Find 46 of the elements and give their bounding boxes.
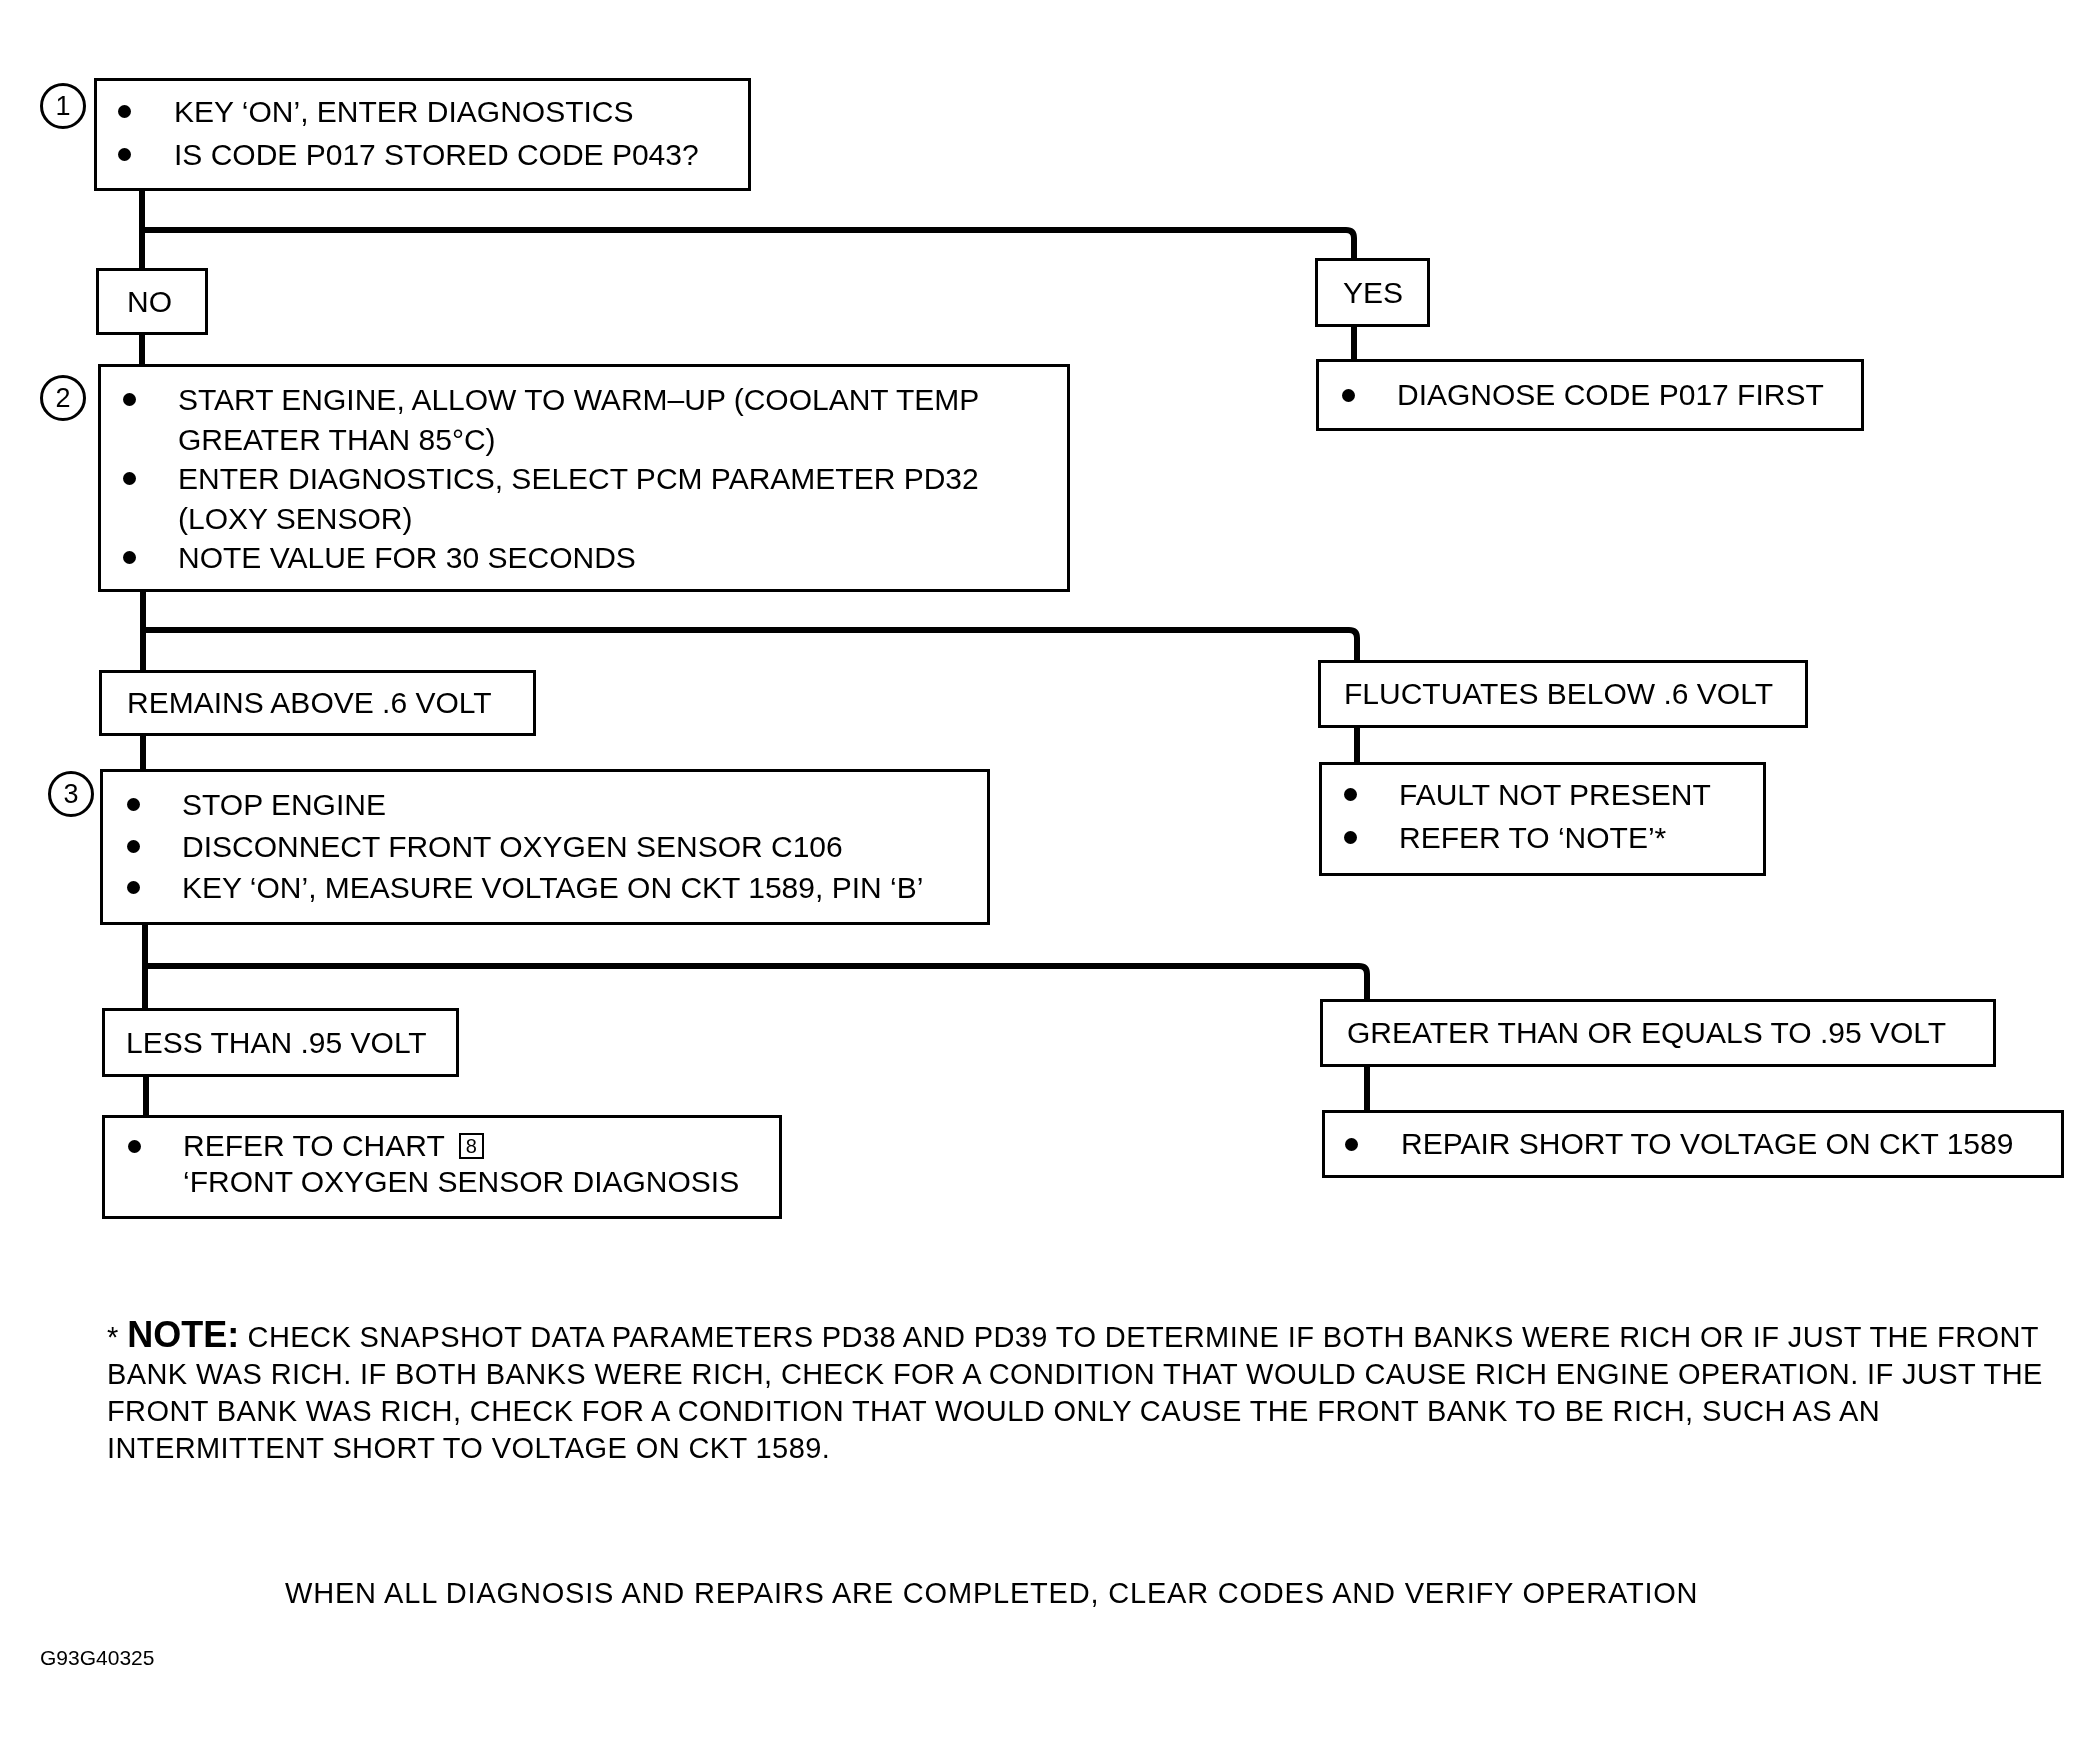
step-text: FAULT NOT PRESENT xyxy=(1399,777,1711,813)
step-text: REPAIR SHORT TO VOLTAGE ON CKT 1589 xyxy=(1401,1126,2014,1162)
step-text: NOTE VALUE FOR 30 SECONDS xyxy=(178,540,636,576)
connector-line xyxy=(1364,1067,1370,1110)
answer-text: FLUCTUATES BELOW .6 VOLT xyxy=(1344,676,1773,712)
decision-result-box xyxy=(102,1008,459,1077)
decision-result-box xyxy=(99,670,536,736)
decision-result-box xyxy=(1320,999,1996,1067)
step-text: IS CODE P017 STORED CODE P043? xyxy=(174,137,699,173)
process-box xyxy=(98,364,1070,592)
callout-number: 1 xyxy=(40,83,86,129)
process-box xyxy=(94,78,751,191)
step-text: DIAGNOSE CODE P017 FIRST xyxy=(1397,377,1824,413)
process-box xyxy=(100,769,990,925)
step-text: ENTER DIAGNOSTICS, SELECT PCM PARAMETER PD32 (LOXY SENSOR) xyxy=(178,461,980,537)
step-text: REFER TO ‘NOTE’* xyxy=(1399,820,1667,856)
note-text: *NOTE: CHECK SNAPSHOT DATA PARAMETERS PD38 AND PD39 TO DETERMINE IF BOTH BANKS WERE RICH OR IF JUST THE FRONT BANK WAS RICH. IF BOTH BANKS WERE RICH, CHECK FOR A CONDITION THAT WOULD CAUSE RICH ENGINE OPERATION. IF JUST THE FRONT BANK WAS RICH, CHECK FOR A CONDITION THAT WOULD ONLY CAUSE THE FRONT BANK TO BE RICH, SUCH AS AN INTERMITTENT SHORT TO VOLTAGE ON CKT 1589. xyxy=(107,1316,2044,1466)
answer-text: NO xyxy=(127,283,172,320)
decision-result-box xyxy=(1318,660,1808,728)
step-text: KEY ‘ON’, MEASURE VOLTAGE ON CKT 1589, PIN ‘B’ xyxy=(182,870,924,906)
callout-number: 2 xyxy=(40,375,86,421)
connector-line xyxy=(1351,327,1357,359)
step-text: START ENGINE, ALLOW TO WARM–UP (COOLANT TEMP GREATER THAN 85°C) xyxy=(178,382,980,458)
callout-number: 3 xyxy=(48,771,94,817)
process-box xyxy=(102,1115,782,1219)
step-text: DISCONNECT FRONT OXYGEN SENSOR C106 xyxy=(182,828,843,865)
decision-result-box xyxy=(1315,258,1430,327)
answer-text: GREATER THAN OR EQUALS TO .95 VOLT xyxy=(1347,1015,1947,1051)
step-text: REFER TO CHART xyxy=(183,1128,445,1164)
connector-line xyxy=(140,736,146,769)
figure-id: G93G40325 xyxy=(40,1645,155,1671)
chart-reference-box: 8 xyxy=(458,1133,484,1159)
process-box xyxy=(1316,359,1864,431)
connector-line xyxy=(1354,728,1360,762)
step-text: ‘FRONT OXYGEN SENSOR DIAGNOSIS xyxy=(183,1164,740,1200)
footer-note: WHEN ALL DIAGNOSIS AND REPAIRS ARE COMPLETED, CLEAR CODES AND VERIFY OPERATION xyxy=(285,1576,1699,1611)
decision-result-box xyxy=(96,268,208,335)
step-text: KEY ‘ON’, ENTER DIAGNOSTICS xyxy=(174,94,634,130)
step-text: STOP ENGINE xyxy=(182,787,386,823)
answer-text: REMAINS ABOVE .6 VOLT xyxy=(127,685,492,721)
answer-text: LESS THAN .95 VOLT xyxy=(126,1024,427,1061)
connector-line xyxy=(139,335,145,364)
answer-text: YES xyxy=(1343,274,1404,311)
process-box xyxy=(1319,762,1766,876)
process-box xyxy=(1322,1110,2064,1178)
connector-line xyxy=(143,1077,149,1115)
